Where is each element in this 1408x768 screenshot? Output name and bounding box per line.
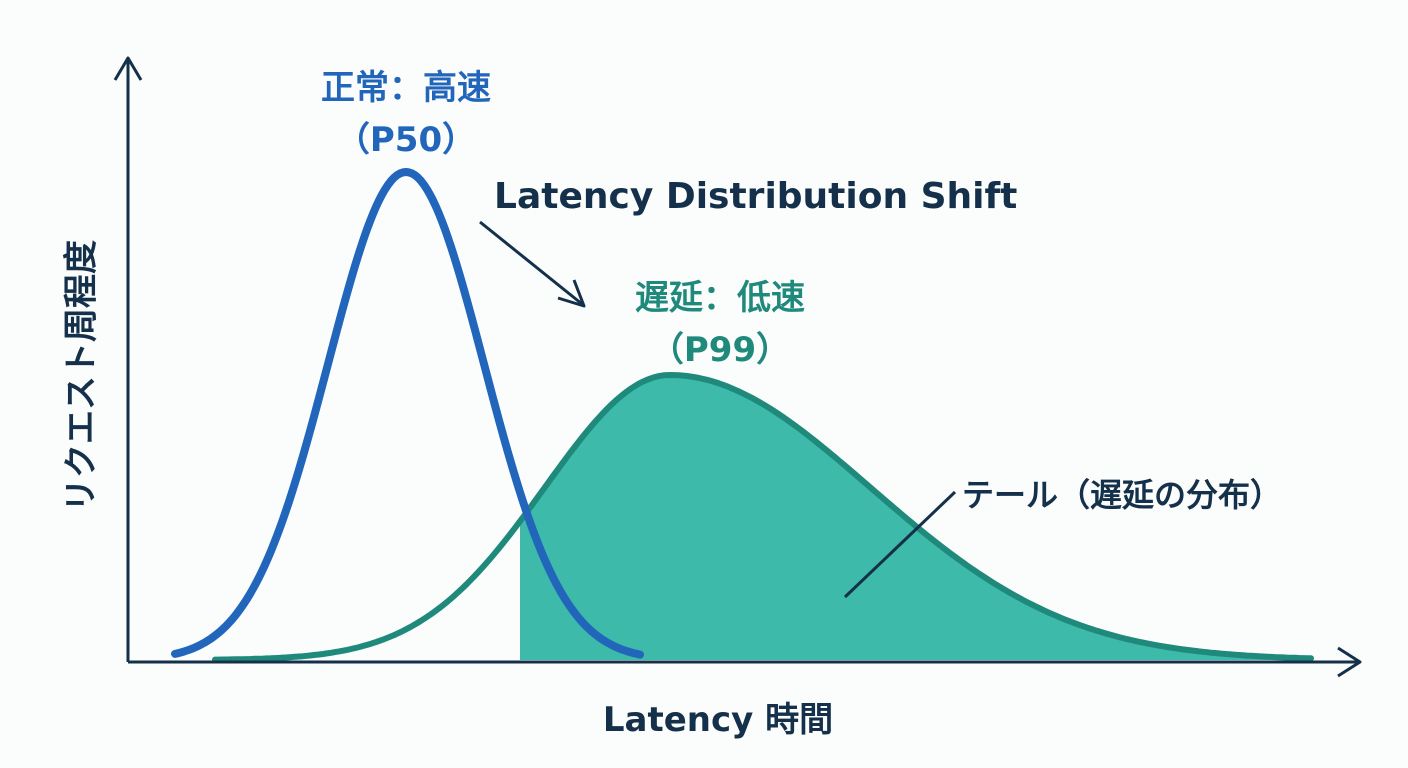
shift-arrow-head: [557, 279, 586, 308]
normal-label-line1: 正常：高速: [321, 68, 491, 108]
x-axis-arrowhead: [1337, 646, 1362, 678]
tail-leader-line: [843, 490, 957, 599]
normal-distribution-curve: [171, 168, 644, 659]
diagram-title: Latency Distribution Shift: [494, 176, 1018, 217]
normal-label-line2: （P50）: [335, 120, 477, 160]
slow-distribution-fill: [520, 375, 1312, 660]
x-axis-label: Latency 時間: [602, 700, 834, 740]
slow-label-line2: （P99）: [649, 330, 791, 370]
slow-distribution-curve: [212, 372, 1314, 663]
y-axis-arrowhead: [113, 56, 143, 81]
slow-label-line1: 遅延：低速: [635, 278, 805, 318]
y-axis-label: リクエスト周程度: [61, 240, 102, 512]
tail-label: テール（遅延の分布）: [962, 476, 1283, 514]
shift-arrow-line: [479, 220, 583, 306]
